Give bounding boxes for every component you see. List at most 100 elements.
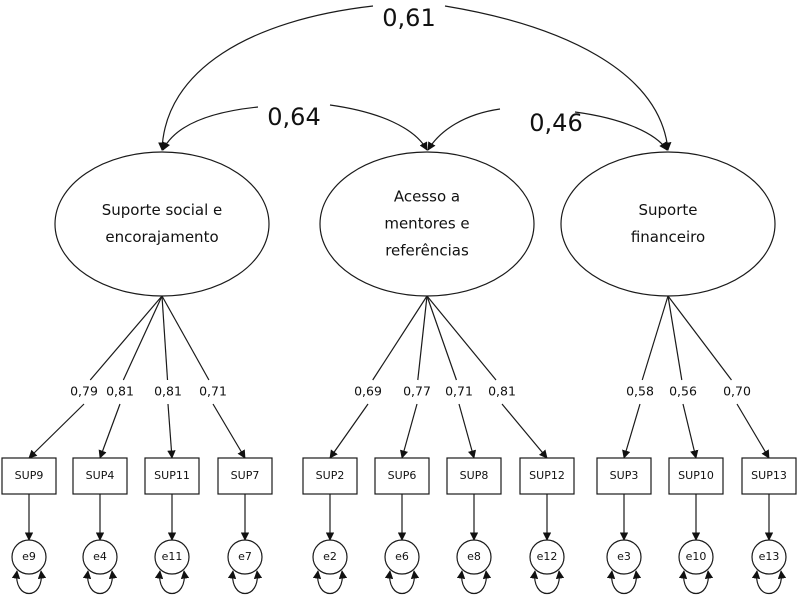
error-circle [11, 539, 47, 575]
indicator-box [446, 457, 502, 495]
indicator-box [144, 457, 200, 495]
loading-label: 0,79 [70, 384, 98, 399]
indicator-label: SUP10 [678, 469, 714, 482]
indicator-box [217, 457, 273, 495]
loading-path-arrow [458, 403, 477, 459]
loading-path-upper [417, 295, 428, 381]
error-label: e10 [686, 550, 707, 563]
loading-path-upper [161, 295, 169, 381]
variance-loop [312, 570, 348, 595]
error-label: e4 [93, 550, 107, 563]
error-label: e9 [22, 550, 36, 563]
error-circle [227, 539, 263, 575]
variance-loop [11, 570, 47, 595]
latent-label: financeiro [631, 228, 705, 246]
correlation-arc-right [444, 5, 672, 151]
error-label: e6 [395, 550, 409, 563]
loading-label: 0,81 [488, 384, 516, 399]
loading-path-arrow [98, 403, 121, 459]
latent-label: encorajamento [105, 228, 218, 246]
variance-loop [456, 570, 492, 595]
variance-loop [751, 570, 787, 595]
loading-path-arrow [212, 403, 246, 459]
loading-path-upper [122, 295, 163, 381]
indicator-box [519, 457, 575, 495]
correlation-label: 0,46 [529, 109, 582, 137]
indicator-box [1, 457, 57, 495]
loading-path-arrow [501, 403, 548, 459]
variance-loop [154, 570, 190, 595]
correlation-arc-right [329, 104, 428, 151]
error-circle [751, 539, 787, 575]
loading-path-upper [667, 295, 732, 381]
error-label: e11 [162, 550, 183, 563]
loading-label: 0,77 [403, 384, 431, 399]
correlation-arc-right [574, 111, 668, 151]
latent-ellipse [54, 151, 270, 297]
error-circle [678, 539, 714, 575]
error-circle [456, 539, 492, 575]
variance-loop [227, 570, 263, 595]
error-label: e13 [759, 550, 780, 563]
indicator-box [72, 457, 128, 495]
variance-loop [529, 570, 565, 595]
indicator-label: SUP6 [388, 469, 417, 482]
loading-label: 0,56 [669, 384, 697, 399]
latent-label: referências [385, 242, 469, 260]
loading-path-upper [372, 295, 428, 381]
error-label: e3 [617, 550, 631, 563]
loading-path-upper [667, 295, 683, 381]
indicator-box [596, 457, 652, 495]
indicator-label: SUP8 [460, 469, 489, 482]
loading-label: 0,70 [723, 384, 751, 399]
latent-label: Acesso a [394, 188, 460, 206]
error-circle [312, 539, 348, 575]
loading-path-arrow [622, 403, 641, 459]
indicator-label: SUP11 [154, 469, 190, 482]
latent-ellipse [560, 151, 776, 297]
loading-path-arrow [736, 403, 770, 459]
correlation-label: 0,64 [267, 103, 320, 131]
variance-loop [606, 570, 642, 595]
correlation-arc-left [158, 5, 374, 151]
loading-path-arrow [682, 403, 699, 459]
latent-ellipse [319, 151, 535, 297]
indicator-label: SUP9 [15, 469, 44, 482]
loading-label: 0,81 [106, 384, 134, 399]
loading-label: 0,71 [199, 384, 227, 399]
loading-label: 0,81 [154, 384, 182, 399]
error-label: e8 [467, 550, 481, 563]
error-label: e7 [238, 550, 252, 563]
latent-label: mentores e [384, 215, 469, 233]
correlation-arc-left [427, 108, 501, 151]
correlation-arc-left [162, 106, 259, 151]
loading-label: 0,58 [626, 384, 654, 399]
loading-path-arrow [399, 403, 418, 459]
error-circle [154, 539, 190, 575]
latent-label: Suporte social e [102, 201, 223, 219]
loading-path-arrow [28, 403, 85, 459]
indicator-label: SUP3 [610, 469, 639, 482]
loading-label: 0,71 [445, 384, 473, 399]
loading-path-upper [426, 295, 458, 381]
loading-path-upper [426, 295, 497, 381]
error-label: e12 [537, 550, 558, 563]
loading-path-upper [161, 295, 210, 381]
indicator-label: SUP4 [86, 469, 115, 482]
indicator-label: SUP12 [529, 469, 565, 482]
loading-label: 0,69 [354, 384, 382, 399]
error-circle [606, 539, 642, 575]
loading-path-upper [641, 295, 669, 381]
indicator-label: SUP7 [231, 469, 260, 482]
indicator-box [741, 457, 797, 495]
error-circle [529, 539, 565, 575]
loading-path-arrow [167, 403, 176, 459]
variance-loop [82, 570, 118, 595]
indicator-label: SUP2 [316, 469, 345, 482]
error-circle [384, 539, 420, 575]
variance-loop [384, 570, 420, 595]
indicator-label: SUP13 [751, 469, 787, 482]
indicator-box [668, 457, 724, 495]
error-circle [82, 539, 118, 575]
latent-label: Suporte [638, 201, 697, 219]
